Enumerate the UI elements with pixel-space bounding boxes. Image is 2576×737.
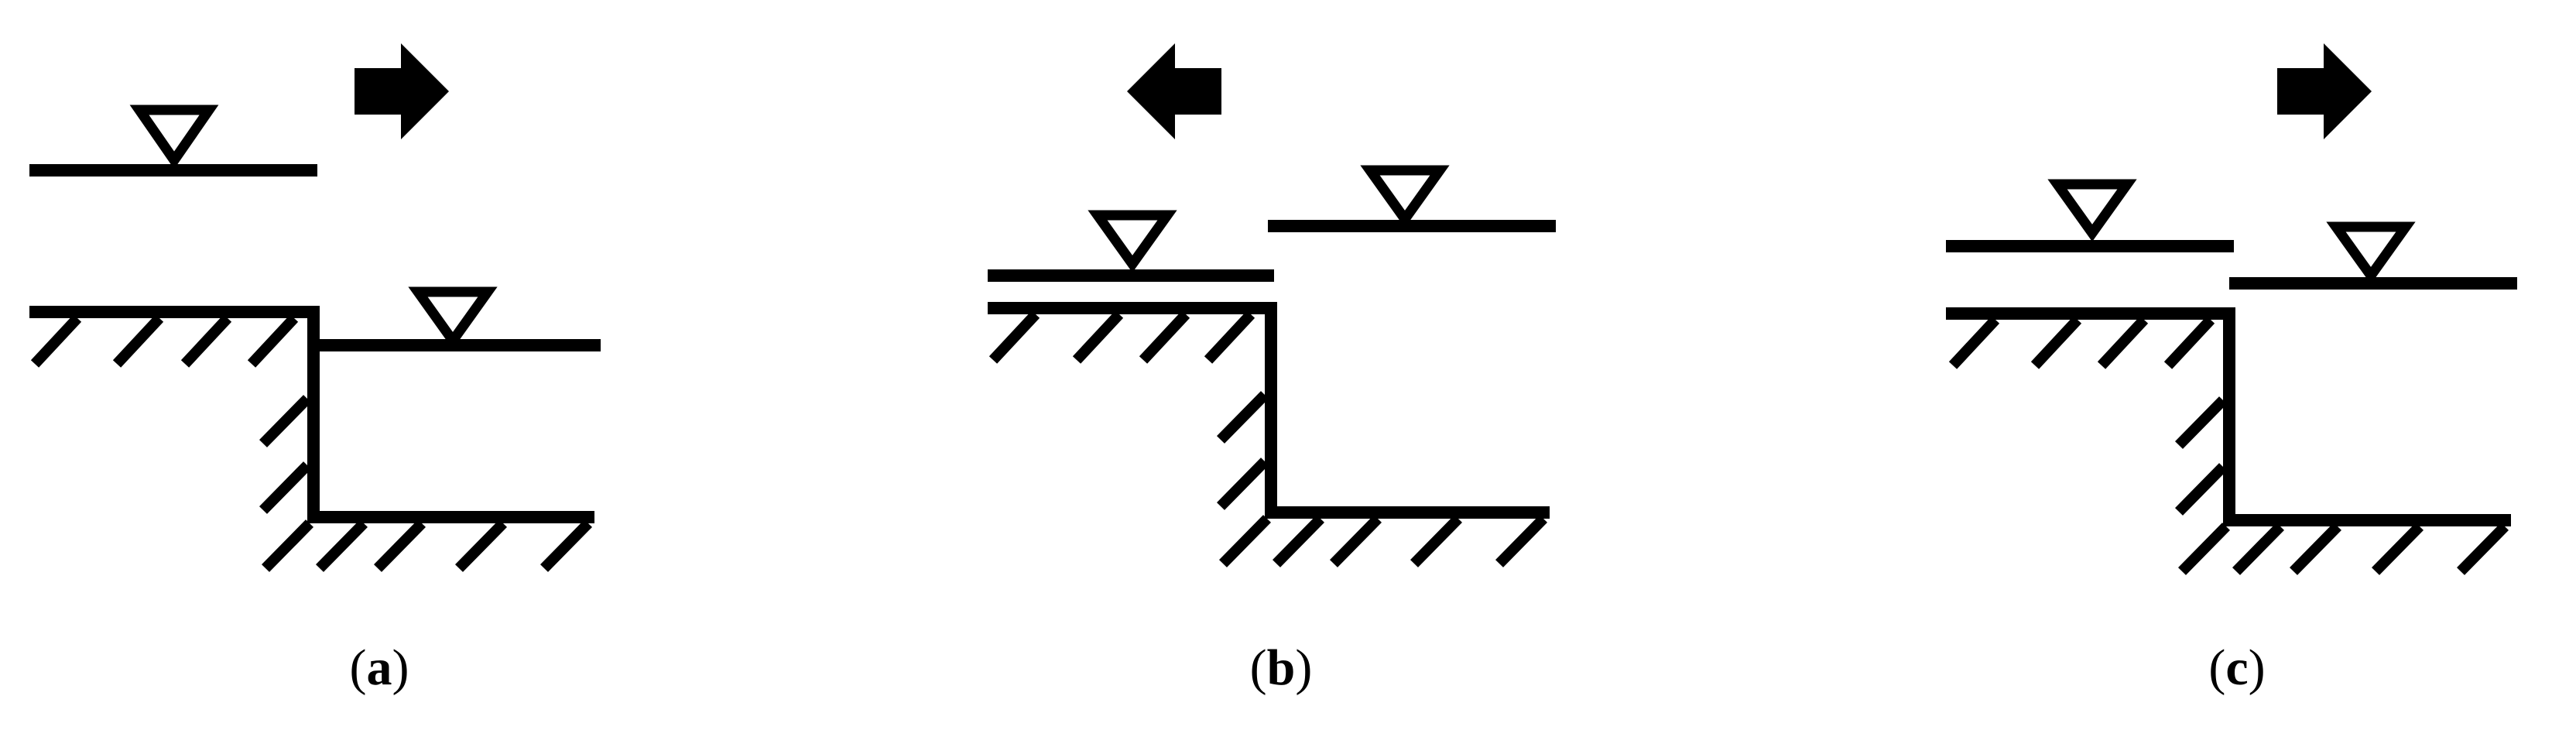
caption-b: (b) [1249, 639, 1313, 696]
channel-bed [988, 302, 1550, 519]
channel-bed [1946, 307, 2511, 526]
caption-c-letter: c [2225, 639, 2249, 696]
ground-hatching [30, 314, 592, 572]
caption-b-letter: b [1266, 639, 1296, 696]
caption-a: (a) [349, 639, 409, 696]
upstream-water-level-icon [129, 105, 219, 170]
panel-c [1946, 43, 2517, 575]
downstream-water-level-icon [2326, 221, 2416, 285]
ground-hatching [1948, 316, 2509, 575]
panel-a [29, 43, 601, 572]
upstream-water-level-icon [2047, 179, 2137, 242]
caption-a-letter: a [366, 639, 392, 696]
channel-bed [29, 306, 594, 523]
downstream-water-level-icon [408, 286, 498, 350]
arrow-right-icon [355, 43, 449, 139]
arrow-right-icon [2277, 43, 2372, 139]
panel-b [988, 43, 1556, 567]
arrow-left-icon [1127, 43, 1221, 139]
downstream-water-level-icon [1360, 165, 1450, 228]
ground-hatching [988, 310, 1547, 567]
upstream-water-level-icon [1088, 210, 1177, 273]
caption-c: (c) [2208, 639, 2266, 696]
